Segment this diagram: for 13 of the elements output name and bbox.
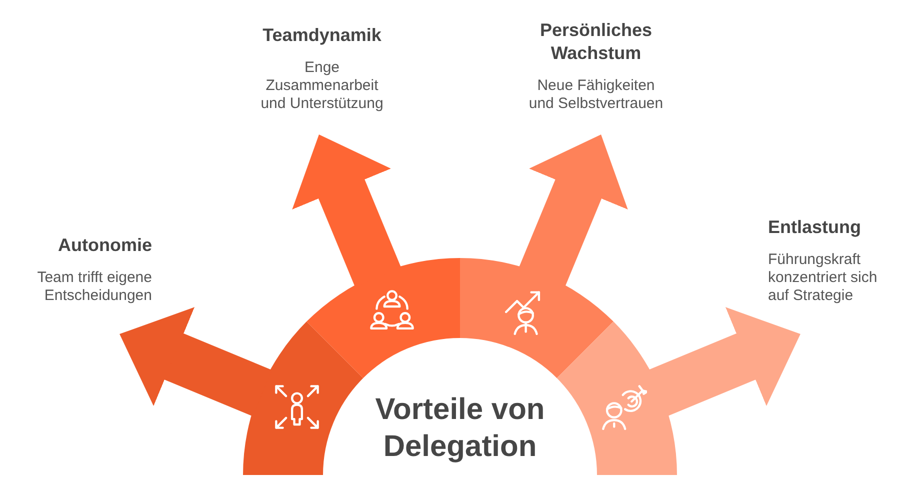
center-title: Vorteile von Delegation	[374, 392, 546, 465]
description: Team trifft eigene Entscheidungen	[36, 269, 152, 305]
description: Führungskraft konzentriert sich auf Strategie	[768, 251, 878, 305]
arrow	[648, 307, 800, 416]
heading: Autonomie	[57, 234, 152, 257]
heading: Entlastung	[768, 216, 862, 239]
description: Neue Fähigkeiten und Selbstvertrauen	[528, 77, 664, 113]
description: Enge Zusammenarbeit und Unterstützung	[260, 59, 384, 113]
arrow	[292, 134, 402, 287]
heading: Persönliches Wachstum	[538, 19, 654, 65]
arrow	[518, 134, 628, 287]
arrow	[120, 307, 272, 416]
heading: Teamdynamik	[262, 24, 382, 47]
